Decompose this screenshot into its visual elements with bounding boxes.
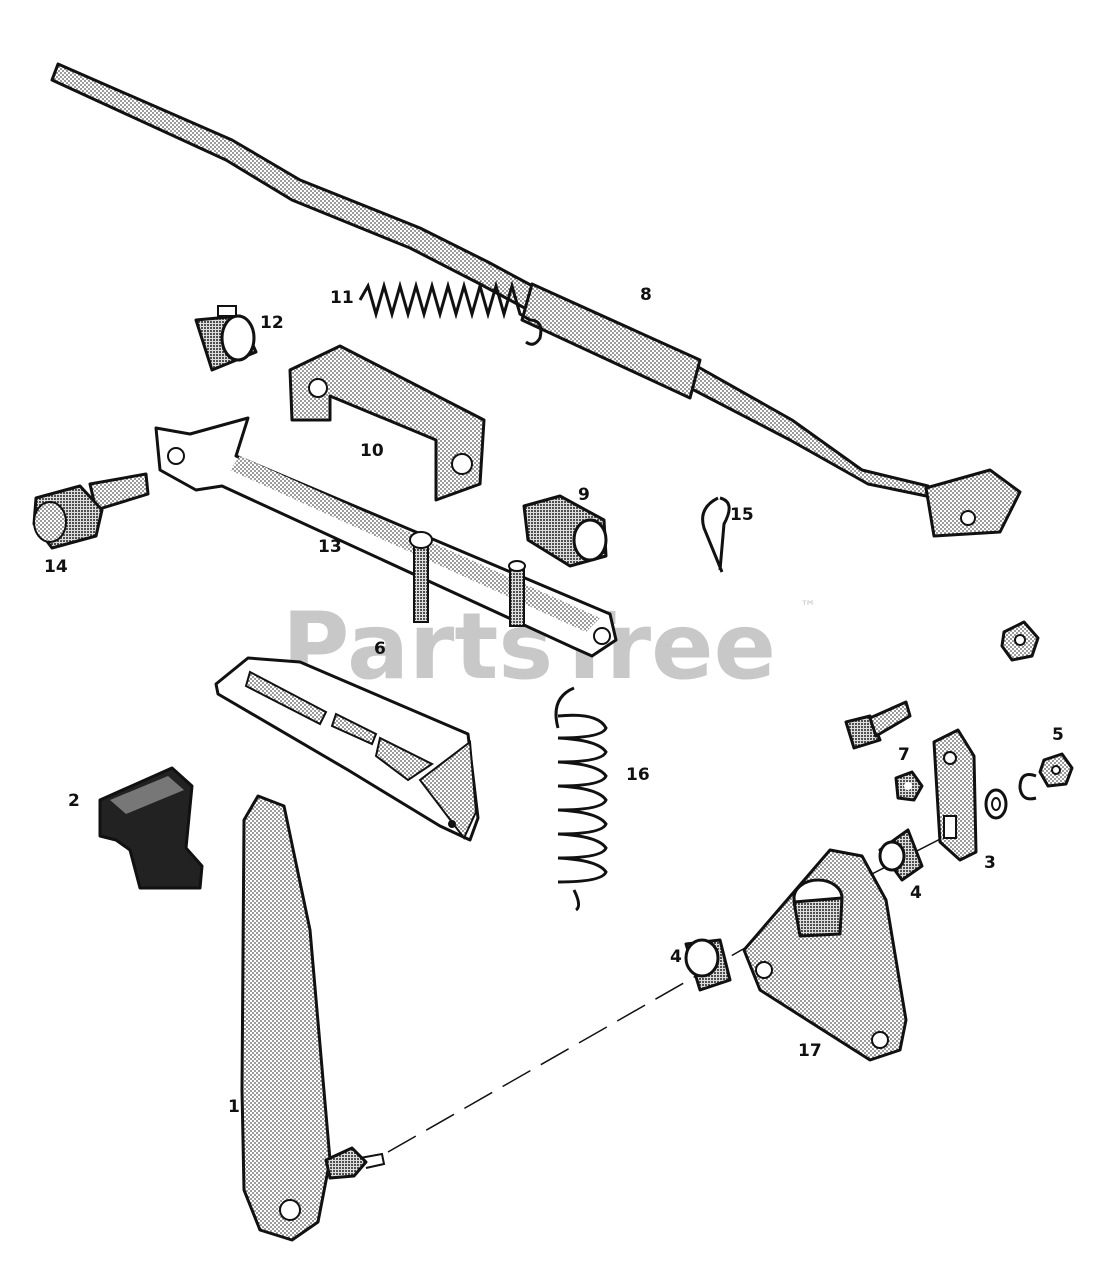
part-8-rod [50,62,1022,538]
alignment-line [387,943,753,1153]
part-2-pad [98,766,204,890]
label-6: 6 [374,639,386,659]
part-3-link [932,728,978,862]
part-13-lever [154,416,618,658]
label-8: 8 [640,285,652,305]
hardware-washer [984,788,1008,820]
label-17: 17 [798,1041,822,1061]
part-7-nut [894,770,924,802]
part-6-plate [214,656,480,842]
hardware-nut-top [1000,620,1040,662]
label-5: 5 [1052,725,1064,745]
part-9-bushing [522,494,608,568]
label-7: 7 [898,745,910,765]
part-4-bushing-lower [684,938,732,992]
label-16: 16 [626,765,650,785]
part-1-arm [240,794,386,1242]
label-10: 10 [360,441,384,461]
label-4-lower: 4 [670,947,682,967]
label-12: 12 [260,313,284,333]
label-11: 11 [330,288,354,308]
label-9: 9 [578,485,590,505]
label-2: 2 [68,791,80,811]
part-5-nut [1038,752,1074,788]
label-15: 15 [730,505,754,525]
part-14-bolt [32,472,150,550]
label-1: 1 [228,1097,240,1117]
part-12-collar [194,305,258,372]
label-13: 13 [318,537,342,557]
part-10-bracket [288,344,486,502]
label-14: 14 [44,557,68,577]
label-4-upper: 4 [910,883,922,903]
part-15-pin [701,496,731,573]
watermark-trademark: ™ [800,597,816,616]
label-3: 3 [984,853,996,873]
part-4-bushing-upper [878,828,924,882]
part-17-plate [742,848,908,1062]
part-11-spring [358,280,543,346]
hardware-clip [1018,773,1037,801]
part-16-spring [554,686,608,912]
hardware-bolt [844,700,912,750]
callout-labels: 1 2 3 4 4 5 6 7 8 9 10 11 12 13 14 15 16… [44,285,1064,1117]
